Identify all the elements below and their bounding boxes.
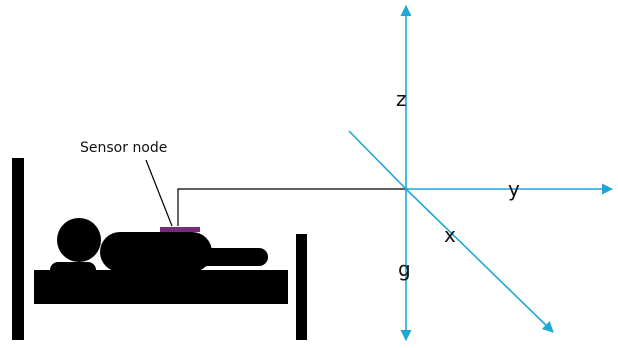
patient-head <box>57 218 101 262</box>
y-axis-label: y <box>508 177 520 201</box>
sensor-connection-line <box>177 188 406 226</box>
g-axis-label: g <box>398 257 411 281</box>
x-axis-arrow <box>405 188 554 333</box>
bed-headboard <box>12 158 24 340</box>
patient-pillow <box>50 262 96 278</box>
patient <box>50 218 268 278</box>
bed-footboard <box>296 234 307 340</box>
sensor-node-pad <box>160 227 200 232</box>
x-axis-tail <box>348 130 407 190</box>
sensor-node-label: Sensor node <box>80 140 167 156</box>
axes <box>348 4 614 342</box>
patient-legs <box>180 248 268 266</box>
z-axis-label: z <box>396 87 407 111</box>
x-axis-label: x <box>444 223 456 247</box>
sensor-label-pointer <box>145 159 173 227</box>
